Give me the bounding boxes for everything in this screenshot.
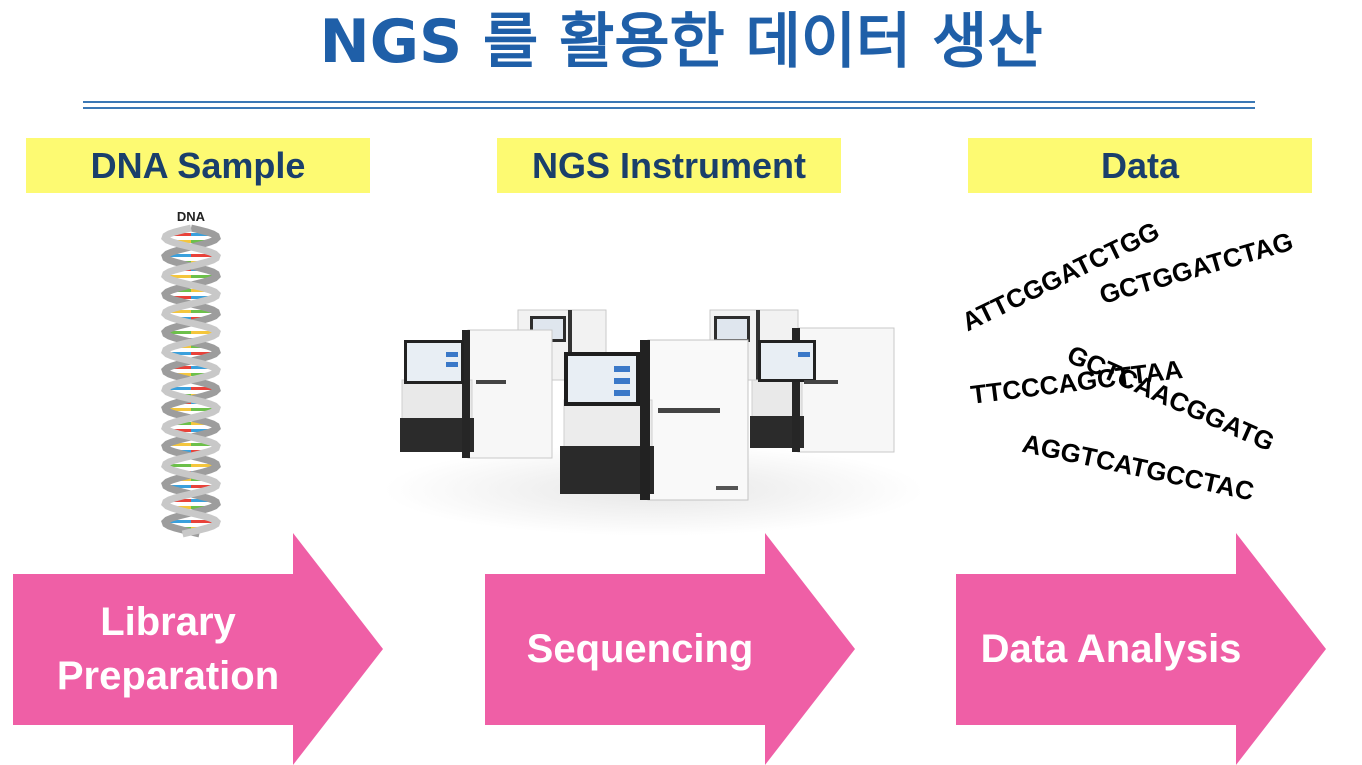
step-label-data-analysis: Data Analysis bbox=[956, 533, 1266, 765]
header-data: Data bbox=[968, 138, 1312, 193]
instrument-right bbox=[750, 328, 894, 452]
slide-title: NGS 를 활용한 데이터 생산 bbox=[0, 2, 1362, 82]
title-divider-top bbox=[83, 101, 1255, 103]
arrow-sequencing: Sequencing bbox=[485, 533, 857, 765]
dna-label: DNA bbox=[177, 209, 206, 224]
step-label-sequencing: Sequencing bbox=[485, 533, 795, 765]
ngs-instrument-image bbox=[378, 300, 930, 540]
header-dna-sample: DNA Sample bbox=[26, 138, 370, 193]
arrow-library-preparation: Library Preparation bbox=[13, 533, 385, 765]
instrument-left bbox=[400, 330, 552, 458]
instrument-front-center bbox=[560, 340, 748, 500]
arrow-data-analysis: Data Analysis bbox=[956, 533, 1328, 765]
step-label-library-preparation: Library Preparation bbox=[13, 533, 323, 765]
dna-helix-image: DNA bbox=[155, 206, 227, 538]
header-ngs-instrument: NGS Instrument bbox=[497, 138, 841, 193]
title-divider-bottom bbox=[83, 107, 1255, 109]
sequence-read: AGGTCATGCCTAC bbox=[1020, 428, 1257, 507]
